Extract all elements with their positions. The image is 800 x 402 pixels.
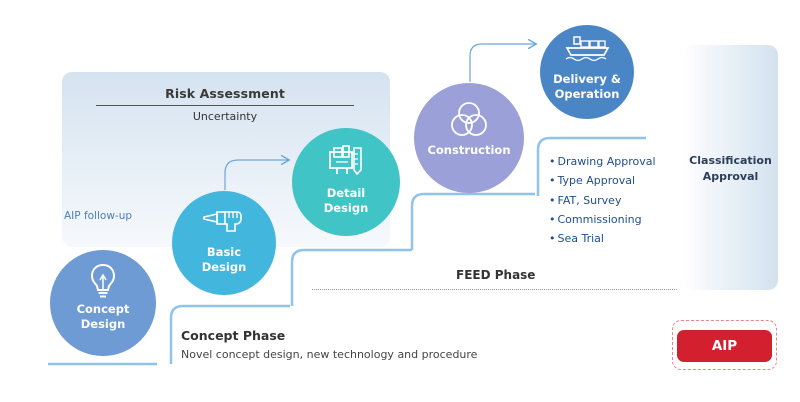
- aip-badge: AIP: [677, 330, 772, 362]
- delivery-label-line2: Operation: [554, 87, 620, 101]
- stage-construction: Construction: [414, 83, 524, 193]
- feed-phase-label: FEED Phase: [456, 268, 536, 282]
- concept-phase-title: Concept Phase: [181, 328, 286, 343]
- stage-concept-design: Concept Design: [50, 250, 156, 356]
- checklist-item: Commissioning: [549, 210, 656, 229]
- detail-design-line1: Detail: [326, 186, 366, 200]
- stage-delivery-operation: Delivery & Operation: [540, 25, 634, 119]
- risk-assessment-title: Risk Assessment: [165, 86, 285, 101]
- classification-label-line1: Classification: [689, 154, 772, 167]
- checklist-item: Drawing Approval: [549, 152, 656, 171]
- blueprint-icon: [327, 144, 365, 180]
- concept-phase-description: Novel concept design, new technology and…: [181, 348, 478, 361]
- classification-step: [536, 136, 646, 196]
- feed-phase-dotted-line: [312, 289, 677, 290]
- arrow-basic-to-detail: [224, 160, 288, 190]
- detail-design-line2: Design: [323, 201, 369, 215]
- concept-design-line1: Concept: [76, 302, 130, 316]
- classification-approval-panel: [683, 45, 778, 290]
- classification-approval-label: Classification Approval: [683, 153, 778, 185]
- checklist-item: FAT, Survey: [549, 191, 656, 210]
- ship-icon: [564, 35, 610, 67]
- uncertainty-label: Uncertainty: [192, 110, 258, 123]
- construction-label: Construction: [427, 143, 511, 157]
- checklist-item: Sea Trial: [549, 229, 656, 248]
- basic-design-line2: Design: [201, 260, 247, 274]
- concept-design-line2: Design: [80, 317, 126, 331]
- arrow-construction-to-delivery: [469, 44, 535, 82]
- concept-phase-step: [169, 304, 290, 364]
- delivery-label-line1: Delivery &: [553, 72, 621, 86]
- construction-step: [410, 192, 535, 250]
- stage-detail-design: Detail Design: [292, 128, 400, 236]
- basic-design-line1: Basic: [206, 245, 242, 259]
- aip-badge-frame: [672, 320, 777, 370]
- interlocking-rings-icon: [449, 101, 489, 143]
- lightbulb-icon: [88, 262, 118, 304]
- aip-follow-up-label: AIP follow-up: [64, 210, 133, 222]
- checklist-item: Type Approval: [549, 171, 656, 190]
- stage-basic-design: Basic Design: [172, 191, 276, 295]
- pen-hand-icon: [201, 205, 247, 239]
- classification-label-line2: Approval: [702, 170, 759, 183]
- feed-phase-step: [290, 248, 412, 306]
- risk-divider: [96, 105, 354, 106]
- classification-checklist: Drawing Approval Type Approval FAT, Surv…: [549, 152, 656, 248]
